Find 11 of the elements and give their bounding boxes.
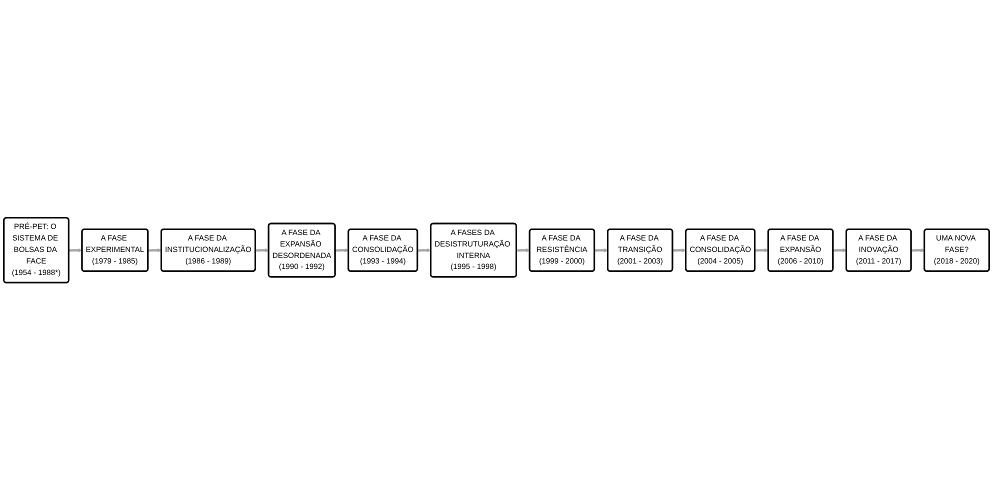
arrow	[255, 248, 269, 252]
arrow	[833, 248, 847, 252]
arrow	[68, 248, 82, 252]
arrow	[418, 248, 432, 252]
arrow	[672, 248, 686, 252]
arrow	[148, 248, 162, 252]
arrow	[335, 248, 349, 252]
arrow	[911, 248, 925, 252]
arrow	[594, 248, 608, 252]
arrow	[754, 248, 769, 252]
arrow	[516, 248, 530, 252]
